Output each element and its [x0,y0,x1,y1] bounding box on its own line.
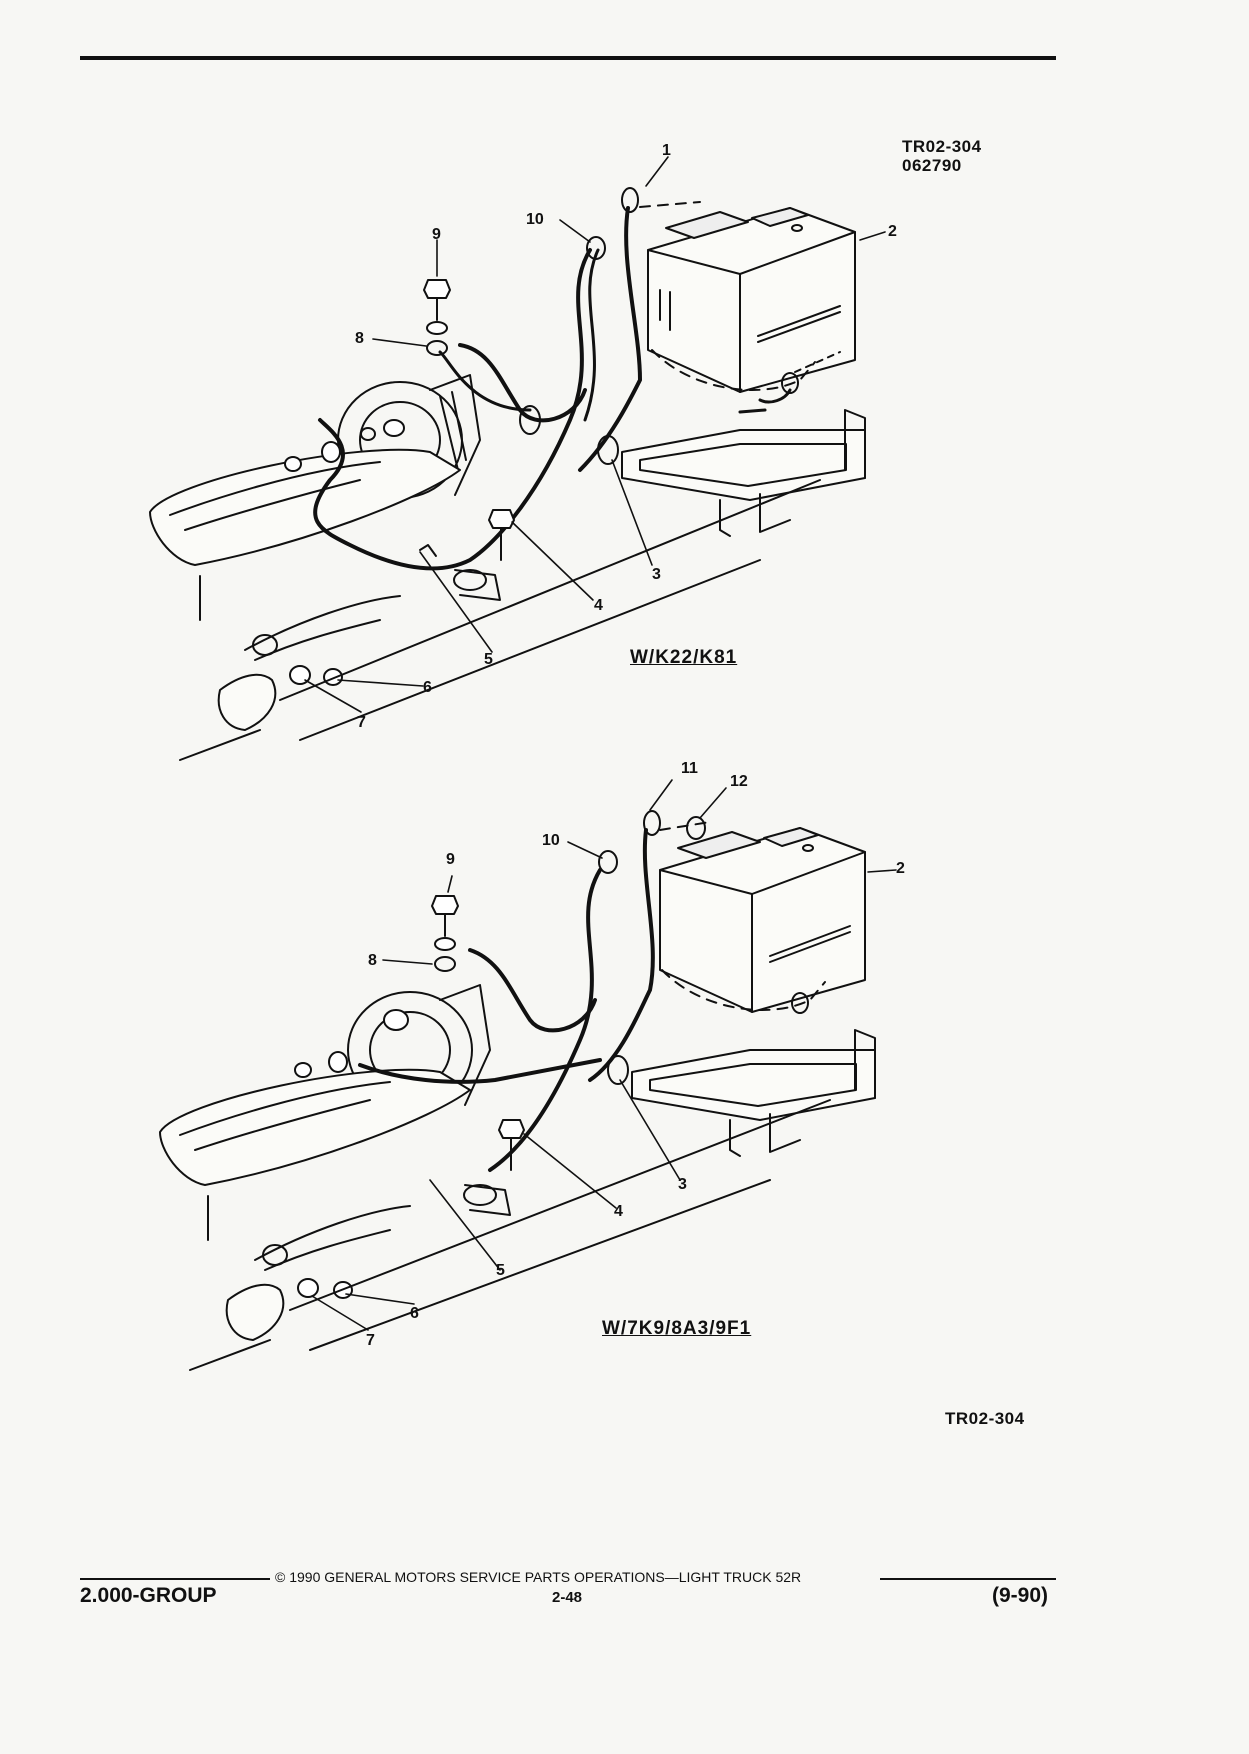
callout-6: 6 [410,1305,419,1322]
callout-3: 3 [652,566,661,583]
footer-rule-left [80,1578,270,1580]
bolt-4-icon [498,1119,525,1171]
bolt-9-icon [431,895,459,937]
battery-icon [647,207,856,393]
callout-10: 10 [526,211,544,228]
diagram-top-art [149,156,886,761]
callout-4: 4 [614,1203,623,1220]
callout-3: 3 [678,1176,687,1193]
footer-page-number: 2-48 [552,1589,583,1606]
ref-date: 062790 [902,156,962,175]
footer-rule-right [880,1578,1056,1580]
callout-10: 10 [542,832,560,849]
bolt-9-icon [423,279,451,321]
callout-5: 5 [496,1262,505,1279]
callout-8: 8 [355,330,364,347]
figure-ref: TR02-304 [945,1409,1025,1428]
footer-group: 2.000-GROUP [80,1584,217,1607]
callout-4: 4 [594,597,603,614]
footer-copyright: © 1990 GENERAL MOTORS SERVICE PARTS OPER… [275,1569,802,1585]
battery-tray-icon [631,1029,876,1157]
callout-9: 9 [432,226,441,243]
footer-date: (9-90) [992,1584,1049,1607]
valve-cover-icon [159,1068,471,1241]
top-rule [80,56,1056,60]
callout-7: 7 [357,714,366,731]
callout-1: 1 [662,142,671,159]
callout-6: 6 [423,679,432,696]
starter-icon [217,595,401,731]
callout-11: 11 [681,760,698,777]
callout-8: 8 [368,952,377,969]
battery-icon [659,827,866,1013]
battery-tray-icon [621,409,866,537]
callout-2: 2 [888,223,897,240]
ref-code: TR02-304 [902,137,982,156]
diagram-bottom-art [159,779,897,1371]
diagram-bottom-caption: W/7K9/8A3/9F1 [602,1318,752,1339]
callout-12: 12 [730,773,748,790]
callout-9: 9 [446,851,455,868]
diagram-top-caption: W/K22/K81 [630,647,738,668]
valve-cover-icon [149,448,461,621]
callout-5: 5 [484,651,493,668]
callout-7: 7 [366,1332,375,1349]
callout-2: 2 [896,860,905,877]
bolt-4-icon [488,509,515,561]
starter-icon [225,1205,411,1341]
